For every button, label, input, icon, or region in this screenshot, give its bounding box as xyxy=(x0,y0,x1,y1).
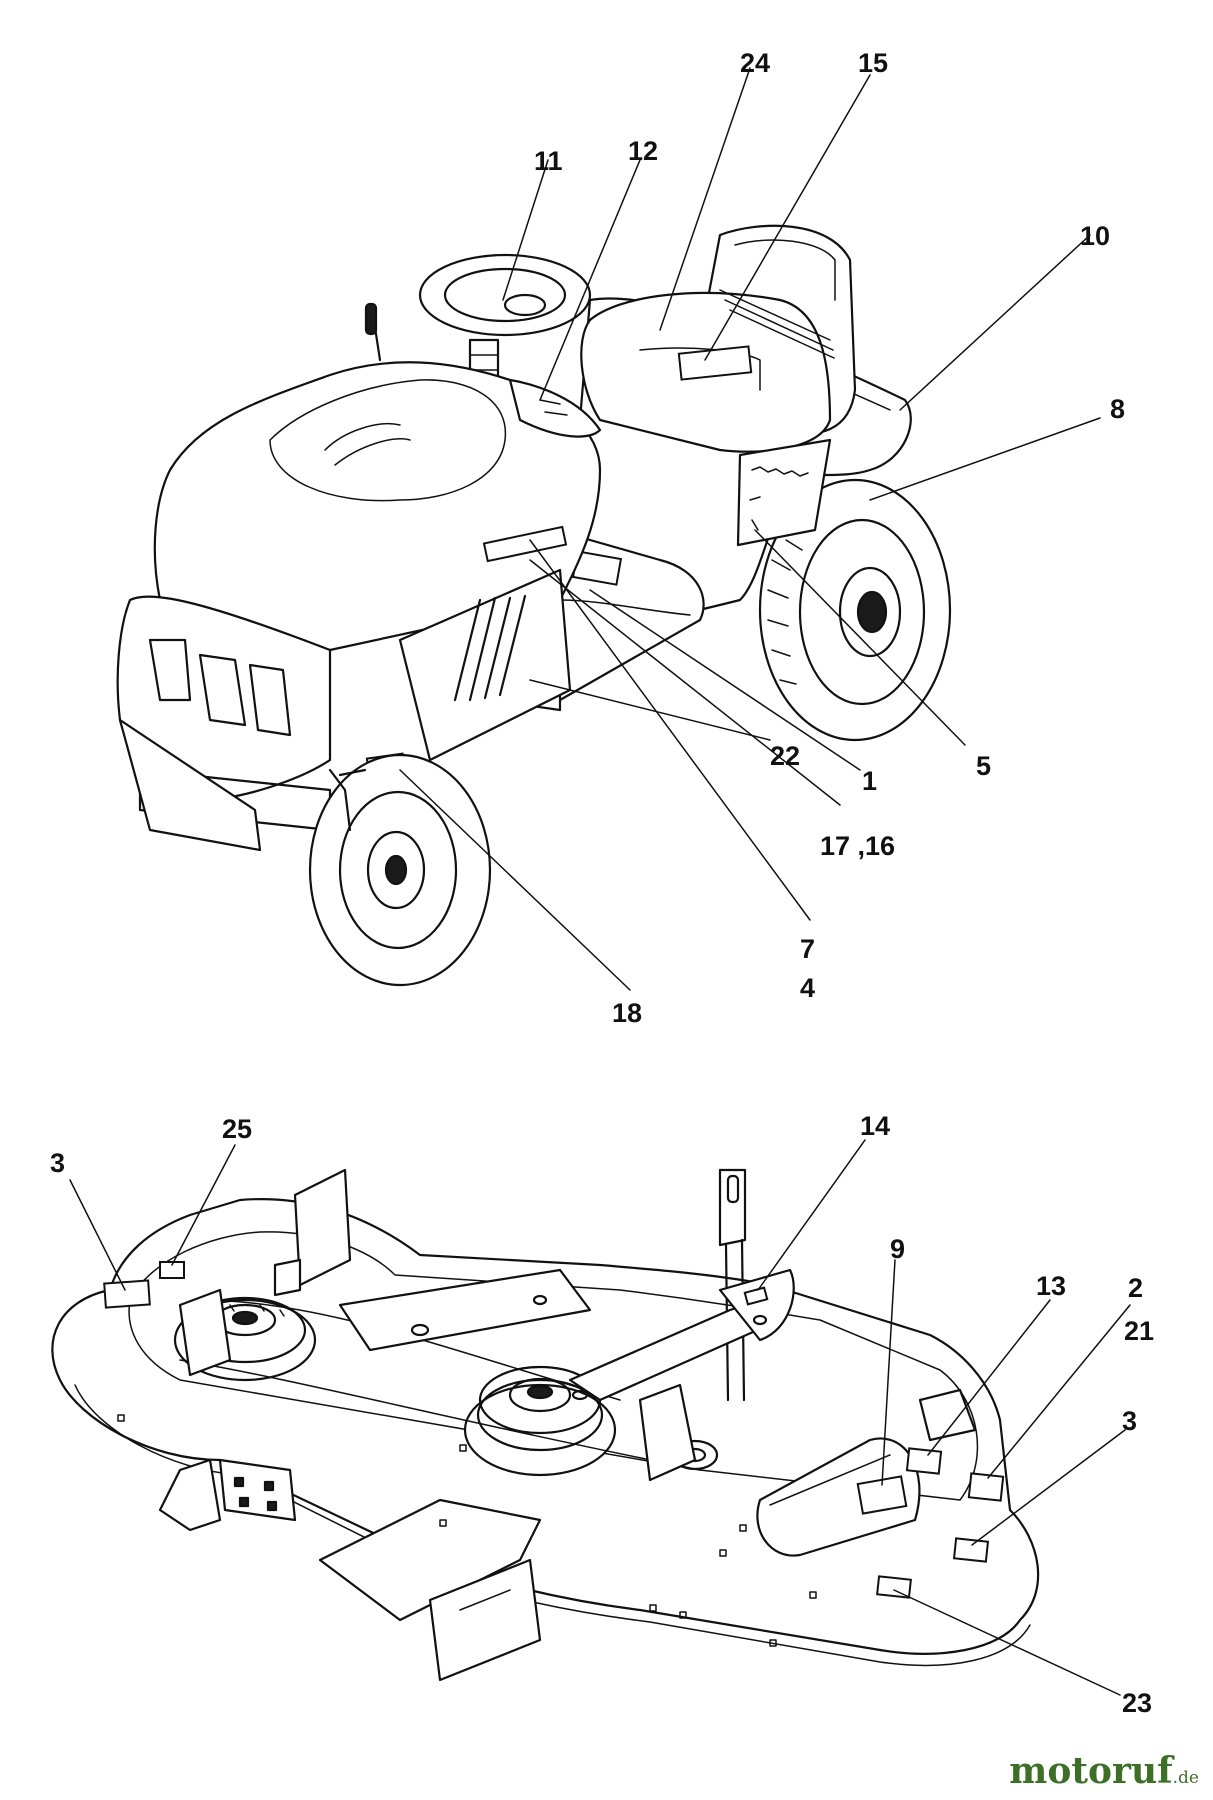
callout-24: 24 xyxy=(740,48,770,78)
callout-23: 23 xyxy=(1122,1688,1152,1718)
callout-13: 13 xyxy=(1036,1271,1066,1301)
callout-14: 14 xyxy=(860,1111,890,1141)
callout-17-16: 17 ,16 xyxy=(820,831,895,861)
callout-18: 18 xyxy=(612,998,642,1028)
watermark-suffix: .de xyxy=(1172,1768,1199,1788)
deck-leader-lines xyxy=(69,1139,1131,1696)
tractor-callouts: 24 15 11 12 10 8 22 1 5 17 ,16 7 4 18 xyxy=(534,48,1125,1028)
callout-9: 9 xyxy=(890,1234,905,1264)
callout-11: 11 xyxy=(534,146,563,176)
mower-deck-illustration xyxy=(51,1168,1040,1682)
callout-25: 25 xyxy=(222,1114,252,1144)
callout-15: 15 xyxy=(858,48,888,78)
callout-1: 1 xyxy=(862,766,877,796)
callout-8: 8 xyxy=(1110,394,1125,424)
callout-5: 5 xyxy=(976,751,991,781)
callout-10: 10 xyxy=(1080,221,1110,251)
callout-22: 22 xyxy=(770,741,800,771)
site-watermark: motoruf.de xyxy=(1009,1750,1199,1792)
callout-21: 21 xyxy=(1124,1316,1154,1346)
callout-12: 12 xyxy=(628,136,658,166)
watermark-main: motoruf xyxy=(1009,1750,1173,1792)
deck-callouts: 3 25 14 9 13 2 21 3 23 xyxy=(50,1111,1154,1718)
tractor-illustration xyxy=(116,224,952,987)
callout-2: 2 xyxy=(1128,1273,1143,1303)
tractor-leader-lines xyxy=(399,67,1101,991)
callout-4: 4 xyxy=(800,973,815,1003)
callout-7: 7 xyxy=(800,934,815,964)
callout-3-left: 3 xyxy=(50,1148,65,1178)
callout-3-right: 3 xyxy=(1122,1406,1137,1436)
